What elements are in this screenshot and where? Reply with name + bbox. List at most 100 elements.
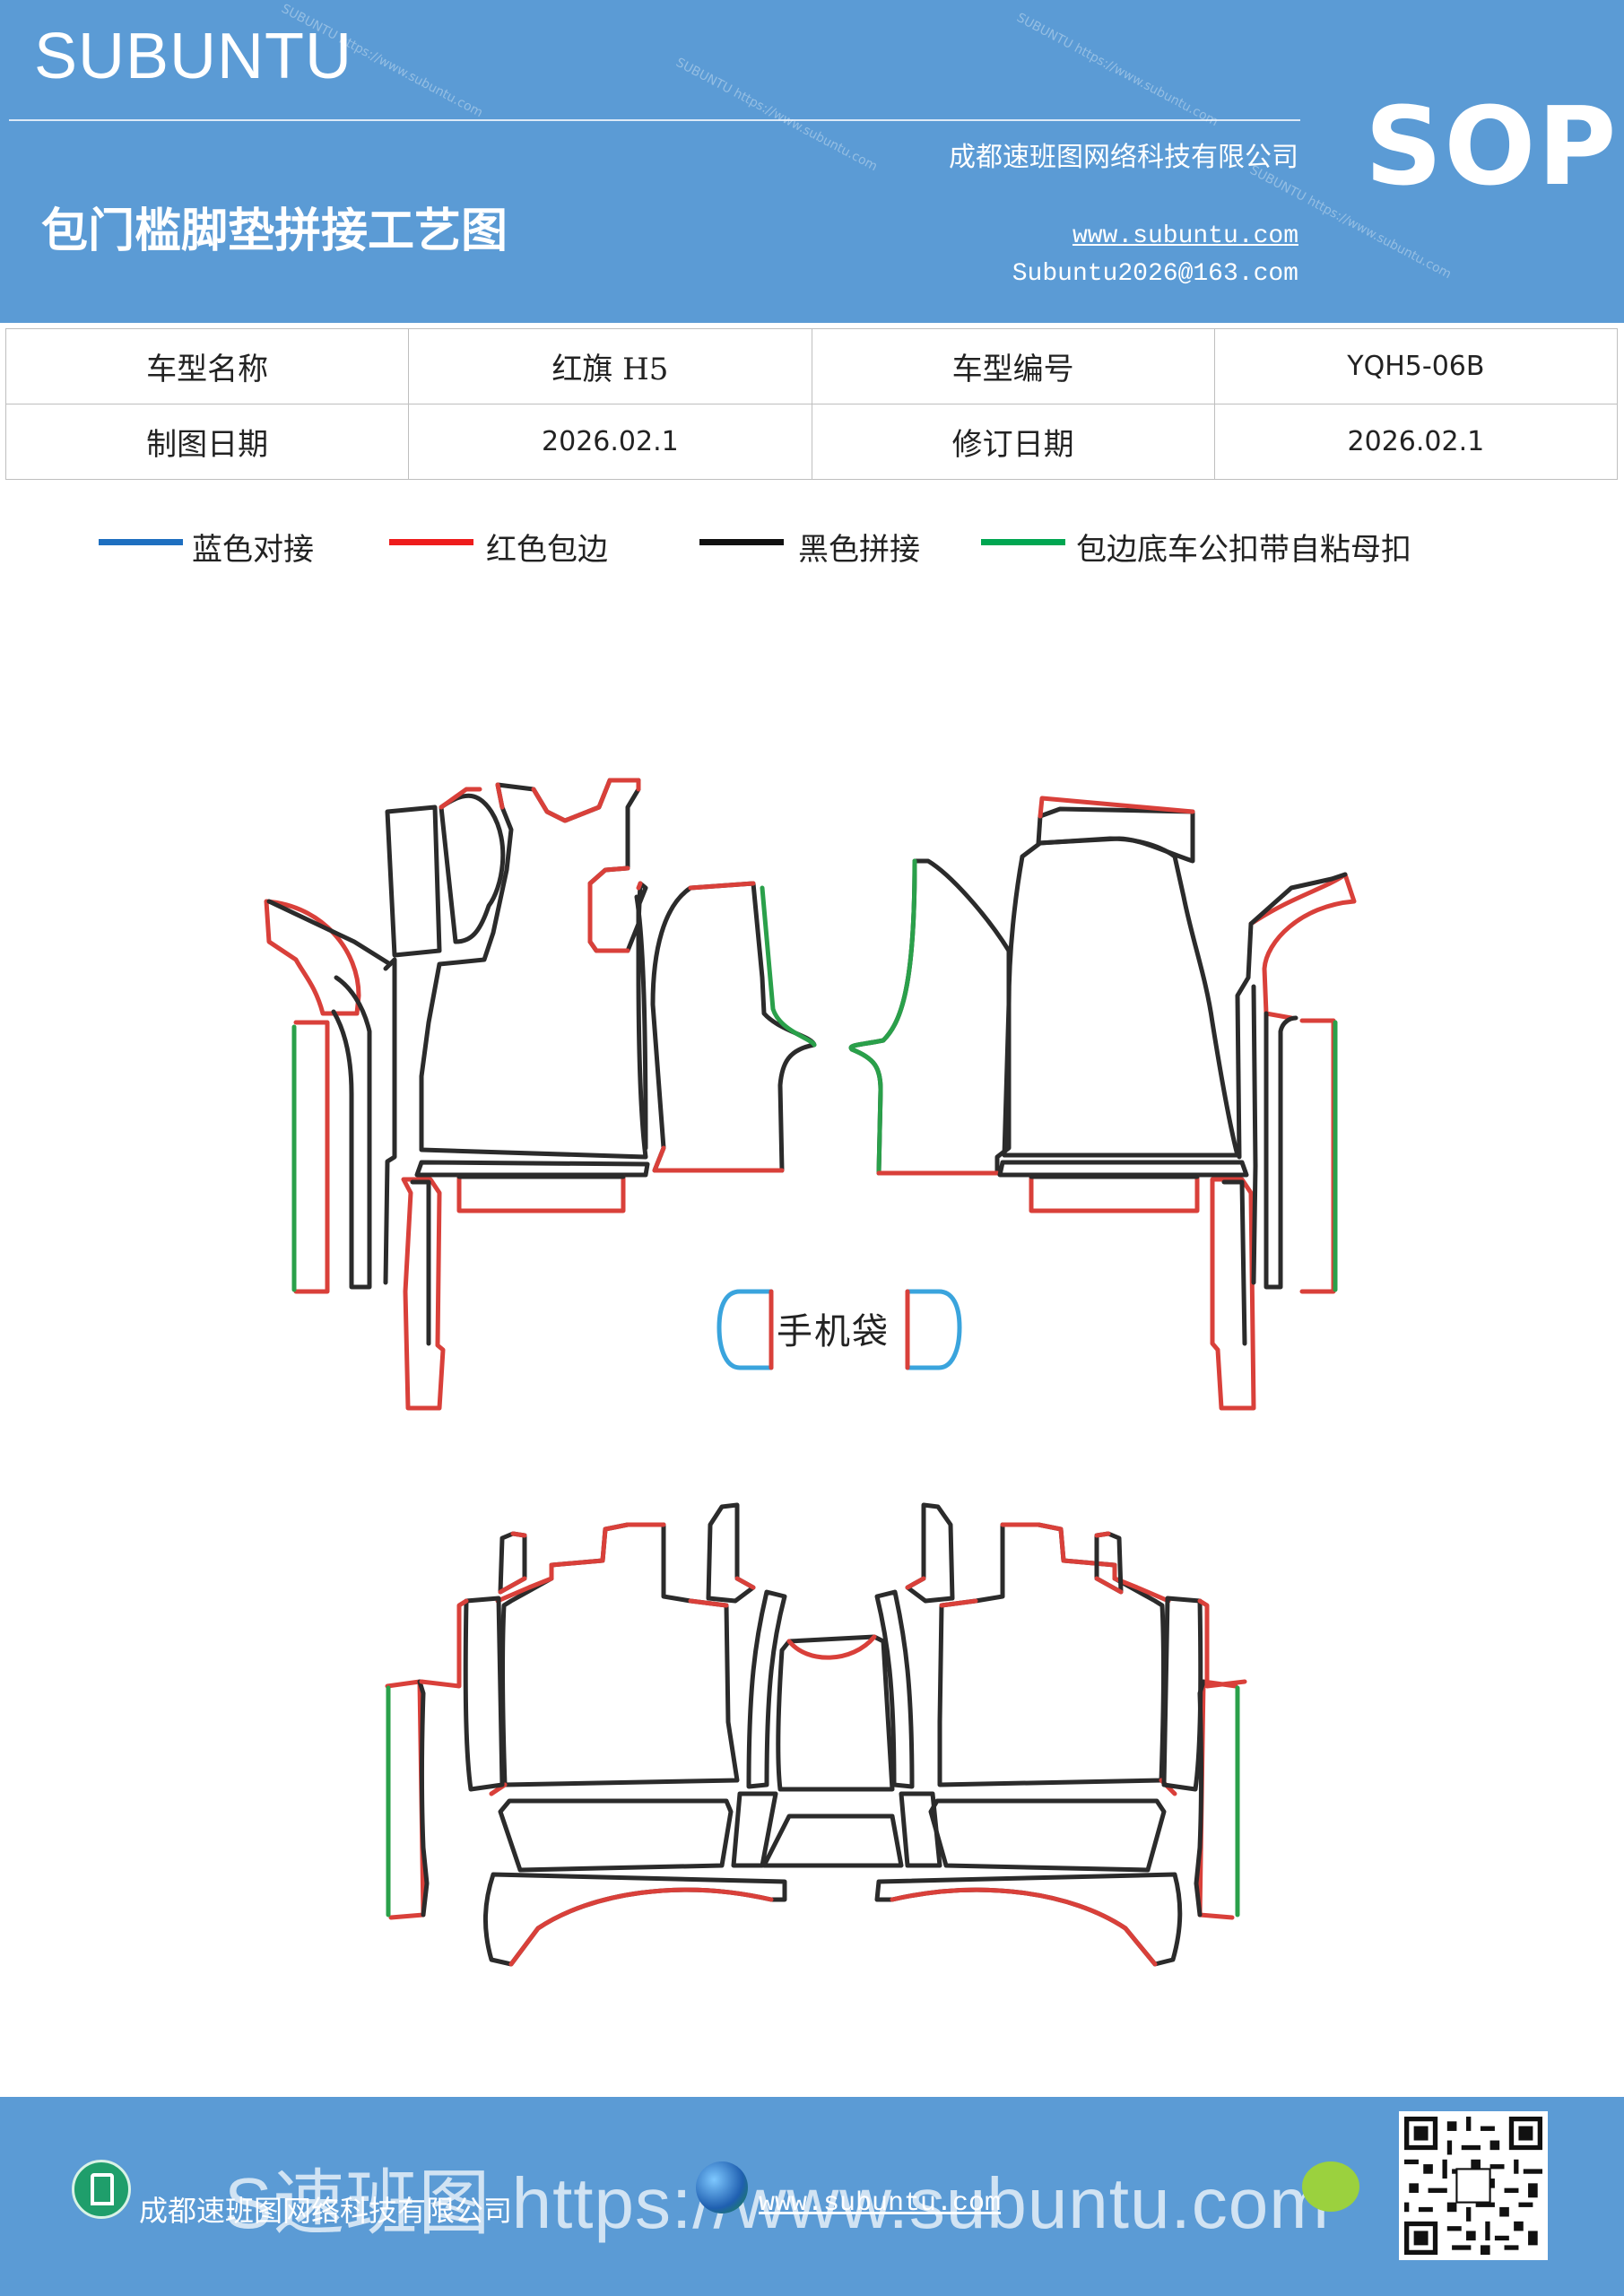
rear-left-bottom-arc (483, 1872, 787, 1967)
rear-middle-tunnel-edge (786, 1634, 877, 1660)
rear-right-outer-seam (1194, 1679, 1206, 1918)
front-right-passenger-mat (848, 858, 1012, 1176)
rear-right-bottom-arc (874, 1872, 1183, 1967)
rear-right-heel-pad (928, 1798, 1167, 1873)
front-left-lower-strip (401, 1177, 446, 1411)
front-right-lower-strip (1210, 1177, 1256, 1411)
qr-code (1399, 2111, 1548, 2260)
legend-label-red: 红色包边 (486, 532, 608, 568)
rear-left-side-panel (463, 1596, 505, 1792)
front-right-top-edge (1038, 796, 1195, 819)
front-right-threshold-strip (1299, 1018, 1336, 1294)
table-row: 车型名称 红旗 H5 车型编号 YQH5-06B (4, 328, 1619, 404)
front-passenger-mat-inner (634, 894, 648, 1151)
legend-swatch-black (699, 539, 784, 545)
front-left-side-rail (383, 957, 397, 1285)
rear-left-pillar-edge (734, 1576, 756, 1590)
value-model-code: YQH5-06B (1213, 328, 1619, 404)
legend-label-black: 黑色拼接 (798, 532, 920, 568)
front-left-driver-mat-edge (495, 778, 643, 953)
legend-label-blue: 蓝色对接 (192, 532, 314, 568)
rear-middle-tunnel (776, 1634, 895, 1792)
front-right-threshold-seam (1235, 872, 1348, 1160)
label-model-name: 车型名称 (4, 328, 410, 404)
front-passenger-strap-edge (760, 885, 817, 1048)
email-address: Subuntu2026@163.com (1012, 260, 1298, 288)
rear-left-side-edge (419, 1598, 469, 1689)
rear-left-seat-mat (500, 1522, 740, 1787)
vehicle-info-table: 车型名称 红旗 H5 车型编号 YQH5-06B 制图日期 2026.02.1 … (4, 328, 1619, 480)
rear-left-bottom-arc-edge (508, 1887, 774, 1967)
front-right-passenger-strap (848, 858, 917, 1176)
front-left-upper-panel (385, 804, 442, 958)
rear-left-top-flap-edge (498, 1531, 527, 1595)
legend-label-green: 包边底车公扣带自粘母扣 (1076, 532, 1411, 568)
rear-left-seat-mat-edge (489, 1522, 729, 1796)
rear-left-heel-pad (498, 1798, 734, 1873)
legend-swatch-blue (99, 539, 183, 545)
header-banner: SUBUNTU 包门槛脚垫拼接工艺图 成都速班图网络科技有限公司 www.sub… (0, 0, 1624, 323)
rear-left-pillar (706, 1502, 756, 1604)
front-right-lower-strip-seam (1221, 1179, 1247, 1346)
rear-left-outer-seam (417, 1679, 430, 1918)
front-right-side-rail (1251, 984, 1258, 1285)
front-passenger-mat (650, 881, 817, 1173)
label-revise-date: 修订日期 (811, 404, 1215, 480)
color-legend: 蓝色对接 红色包边 黑色拼接 包边底车公扣带自粘母扣 (0, 525, 1624, 578)
front-left-threshold-piece (264, 899, 361, 1016)
value-revise-date: 2026.02.1 (1213, 404, 1619, 480)
website-link[interactable]: www.subuntu.com (1072, 222, 1298, 250)
footer-company-name: 成都速班图网络科技有限公司 (139, 2194, 513, 2228)
phone-pocket-right (905, 1289, 962, 1370)
rear-right-seat-mat-edge (939, 1522, 1177, 1796)
footer-watermark-text: S速班图 https://www.subuntu.com (224, 2163, 1330, 2243)
front-left-heel-pad (456, 1174, 626, 1213)
rear-left-outer-strip (385, 1679, 426, 1920)
front-right-threshold-piece (1248, 872, 1357, 1021)
phone-pocket-label: 手机袋 (777, 1311, 890, 1352)
page-title: 包门槛脚垫拼接工艺图 (41, 204, 508, 258)
rear-right-inner-rail (874, 1589, 915, 1789)
wechat-icon (1302, 2161, 1359, 2212)
front-left-upper-edge (439, 787, 482, 810)
rear-middle-connector (731, 1791, 942, 1868)
rear-right-seat-mat (937, 1522, 1166, 1787)
front-left-threshold-strip (293, 1020, 330, 1294)
rear-right-bottom-arc-edge (890, 1887, 1158, 1967)
front-right-heel-bar (997, 1160, 1249, 1178)
front-left-threshold-seam (266, 899, 393, 967)
front-left-upper-panel-2 (439, 793, 506, 944)
value-draw-date: 2026.02.1 (408, 404, 812, 480)
front-right-top-panel (1036, 806, 1195, 864)
sop-badge: SOP (1365, 85, 1619, 210)
rear-right-pillar-edge (905, 1576, 926, 1590)
company-name: 成都速班图网络科技有限公司 (949, 142, 1298, 173)
value-model-name: 红旗 H5 (408, 328, 812, 404)
table-row: 制图日期 2026.02.1 修订日期 2026.02.1 (4, 404, 1619, 480)
footer-website-link[interactable]: www.subuntu.com (759, 2188, 1002, 2219)
building-icon (72, 2160, 131, 2219)
label-draw-date: 制图日期 (4, 404, 410, 480)
front-left-inner-strip (331, 975, 372, 1290)
rear-right-outer-strip (1197, 1679, 1238, 1920)
globe-icon (696, 2161, 748, 2213)
label-model-code: 车型编号 (811, 328, 1215, 404)
rear-right-top-flap-edge (1094, 1531, 1124, 1595)
rear-right-top-flap (1094, 1531, 1124, 1595)
rear-left-inner-rail (746, 1589, 787, 1789)
brand-logo-text: SUBUNTU (34, 21, 353, 92)
rear-middle-bottom (761, 1813, 904, 1868)
front-left-heel-bar (414, 1160, 650, 1178)
rear-left-top-flap (498, 1531, 527, 1595)
phone-pocket-left (716, 1289, 774, 1370)
front-left-lower-strip-seam (410, 1179, 431, 1346)
header-divider (9, 119, 1300, 121)
legend-swatch-red (389, 539, 473, 545)
front-right-driver-mat (1002, 836, 1240, 1158)
legend-swatch-green (981, 539, 1065, 545)
front-right-heel-pad (1029, 1174, 1200, 1213)
front-passenger-mat-edge (652, 881, 785, 1173)
rear-right-pillar (905, 1502, 955, 1604)
rear-right-side-panel (1161, 1596, 1203, 1792)
front-left-driver-mat (419, 778, 648, 1160)
